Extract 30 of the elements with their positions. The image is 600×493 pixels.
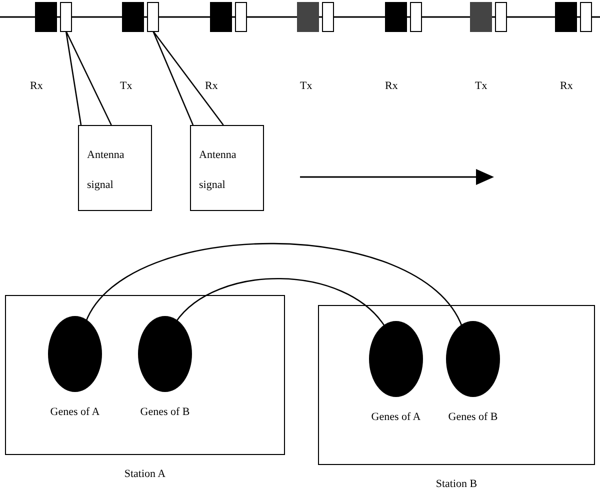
leader-line: [152, 30, 224, 126]
station-title: Station B: [434, 478, 478, 490]
slot-label: Rx: [30, 80, 43, 92]
callout-box: [78, 125, 152, 211]
leader-line: [65, 30, 112, 126]
callout-text: Antenna signal: [199, 148, 238, 193]
pulse-bar: [495, 2, 507, 32]
gene-ellipse: [48, 316, 102, 392]
station-title: Station A: [123, 468, 167, 480]
connector-line: [85, 242, 463, 328]
pulse-bar: [147, 2, 159, 32]
callout-text: Antenna signal: [87, 148, 126, 193]
callout-box: [190, 125, 264, 211]
pulse-bar: [580, 2, 592, 32]
gene-label: Genes of A: [370, 411, 422, 423]
gene-label: Genes of B: [139, 406, 191, 418]
pulse-bar: [60, 2, 72, 32]
slot-label: Rx: [205, 80, 218, 92]
pulse-bar: [235, 2, 247, 32]
slot-label: Rx: [385, 80, 398, 92]
gene-label: Genes of A: [49, 406, 101, 418]
slot-label: Tx: [120, 80, 132, 92]
slot-label: Rx: [560, 80, 573, 92]
pulse-bar: [410, 2, 422, 32]
connector-line: [175, 278, 386, 328]
gene-label: Genes of B: [447, 411, 499, 423]
slot-label: Tx: [300, 80, 312, 92]
slot-label: Tx: [475, 80, 488, 92]
gene-ellipse: [138, 316, 192, 392]
pulse-bar: [322, 2, 334, 32]
